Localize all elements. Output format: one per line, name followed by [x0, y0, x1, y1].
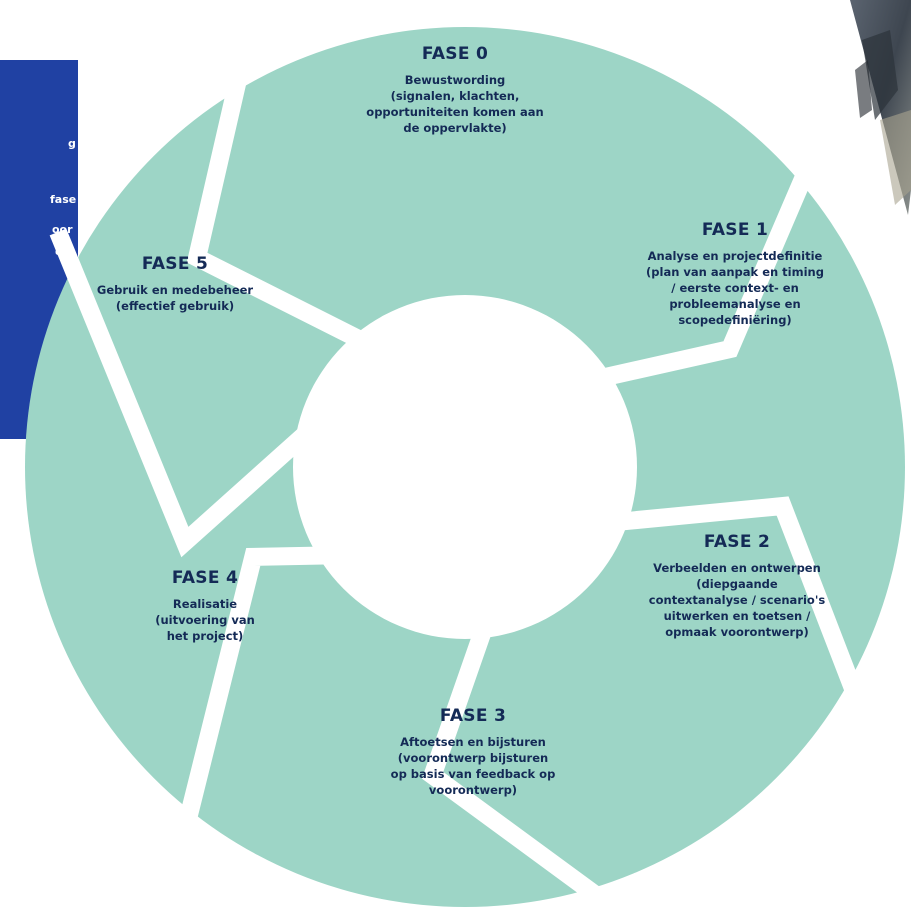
phase-5: FASE 5 Gebruik en medebeheer (effectief … [60, 254, 290, 314]
segment-divider-1 [585, 148, 823, 390]
phase-3-title: FASE 3 [439, 706, 507, 726]
segment-divider-4 [173, 546, 344, 845]
phase-5-description: Gebruik en medebeheer (effectief gebruik… [96, 283, 254, 313]
phase-0-title: FASE 0 [421, 44, 489, 64]
segment-divider-5 [49, 228, 330, 558]
segment-divider-3 [421, 612, 624, 917]
segment-divider-2 [603, 496, 872, 720]
phase-1-title: FASE 1 [701, 220, 769, 240]
side-panel-text: g [68, 137, 76, 150]
phase-0-description: Bewustwording (signalen, klachten, oppor… [366, 73, 544, 135]
phase-2: FASE 2 Verbeelden en ontwerpen (diepgaan… [612, 532, 862, 640]
phase-0: FASE 0 Bewustwording (signalen, klachten… [330, 44, 580, 136]
phase-4-description: Realisatie (uitvoering van het project) [155, 597, 255, 643]
segment-divider-0 [186, 49, 379, 356]
background-photo [820, 0, 911, 230]
side-panel-text: fase [50, 193, 77, 206]
center-circle [293, 295, 637, 639]
phase-3-description: Aftoetsen en bijsturen (voorontwerp bijs… [390, 735, 556, 797]
phase-3: FASE 3 Aftoetsen en bijsturen (voorontwe… [348, 706, 598, 798]
phase-2-title: FASE 2 [703, 532, 771, 552]
phase-4-title: FASE 4 [171, 568, 239, 588]
phase-1: FASE 1 Analyse en projectdefinitie (plan… [610, 220, 860, 328]
phase-4: FASE 4 Realisatie (uitvoering van het pr… [95, 568, 315, 644]
phase-1-description: Analyse en projectdefinitie (plan van aa… [646, 249, 824, 327]
phase-5-title: FASE 5 [141, 254, 209, 274]
phase-2-description: Verbeelden en ontwerpen (diepgaande cont… [648, 561, 826, 639]
